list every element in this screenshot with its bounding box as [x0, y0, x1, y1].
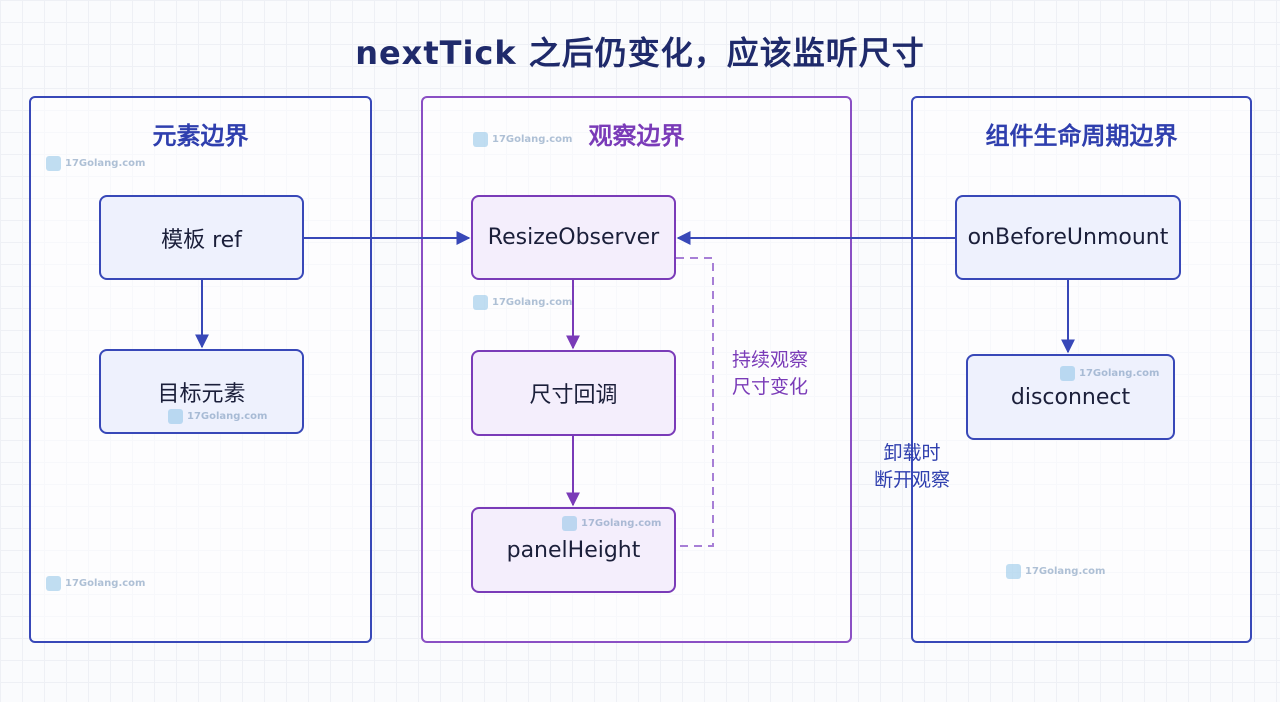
resize-observer-node: ResizeObserver: [471, 195, 676, 280]
edge-continuous-observe-dashed: [676, 257, 714, 547]
unmount-disconnect-label-line1: 卸载时: [883, 442, 941, 464]
watermark-logo-icon: [1060, 366, 1075, 381]
observe-boundary-title: 观察边界: [588, 122, 685, 150]
watermark: 17Golang.com: [168, 409, 267, 424]
continuous-observe-label: 持续观察 尺寸变化: [720, 347, 820, 401]
watermark-logo-icon: [46, 156, 61, 171]
watermark: 17Golang.com: [473, 132, 572, 147]
size-callback-node: 尺寸回调: [471, 350, 676, 436]
watermark: 17Golang.com: [1006, 564, 1105, 579]
watermark-logo-icon: [1006, 564, 1021, 579]
watermark: 17Golang.com: [1060, 366, 1159, 381]
watermark-logo-icon: [168, 409, 183, 424]
diagram-title: nextTick 之后仍变化，应该监听尺寸: [355, 34, 925, 72]
watermark-logo-icon: [473, 295, 488, 310]
watermark: 17Golang.com: [562, 516, 661, 531]
on-before-unmount-node: onBeforeUnmount: [955, 195, 1181, 280]
watermark-logo-icon: [562, 516, 577, 531]
continuous-observe-label-line2: 尺寸变化: [731, 376, 808, 398]
watermark: 17Golang.com: [46, 156, 145, 171]
watermark-logo-icon: [473, 132, 488, 147]
element-boundary-title: 元素边界: [152, 122, 249, 150]
template-ref-node: 模板 ref: [99, 195, 304, 280]
unmount-disconnect-label-line2: 断开观察: [873, 469, 950, 491]
watermark: 17Golang.com: [473, 295, 572, 310]
lifecycle-boundary-title: 组件生命周期边界: [985, 122, 1178, 150]
watermark-logo-icon: [46, 576, 61, 591]
continuous-observe-label-line1: 持续观察: [731, 349, 808, 371]
unmount-disconnect-label: 卸载时 断开观察: [862, 440, 962, 494]
target-element-node: 目标元素: [99, 349, 304, 434]
watermark: 17Golang.com: [46, 576, 145, 591]
